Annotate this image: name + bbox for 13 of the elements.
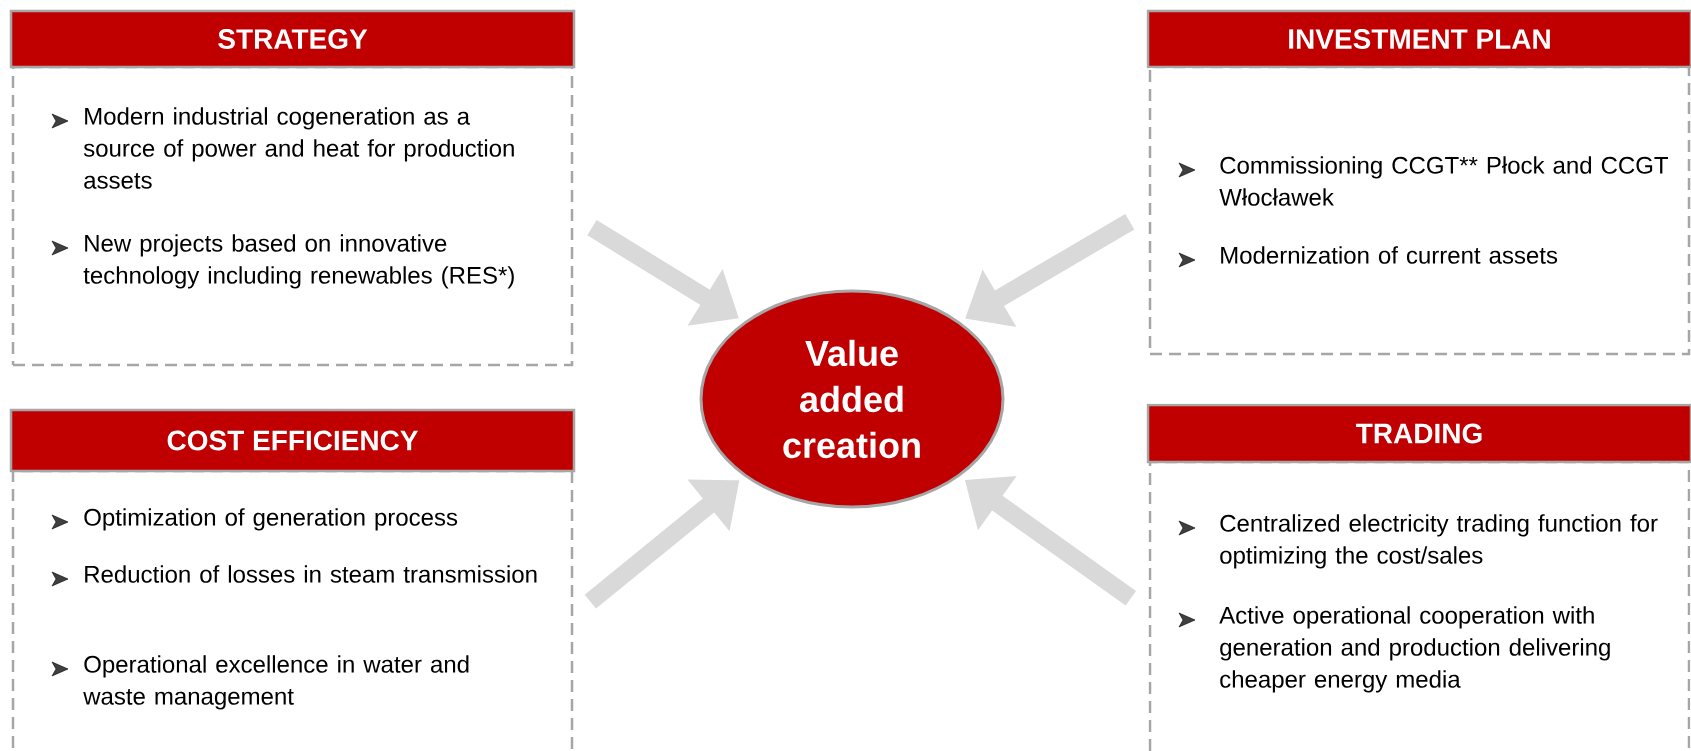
bullet-text: Active operational cooperation with generation and production delivering cheaper energy media [1219,606,1610,693]
header-bar: COST EFFICIENCY [9,408,576,473]
bullet-text: Modern industrial cogeneration as a source of power and heat for production assets [83,107,514,189]
bullet-text: Centralized electricity trading function for optimizing the cost/sales [1220,514,1658,569]
bullet-text: Optimization of generation process [84,508,458,531]
bullet-text: New projects based on innovative technology including renewables (RES*) [83,234,514,289]
bullet-text: Reduction of losses in steam transmission [85,565,537,583]
bullet-text: Modernization of current assets [1221,246,1558,264]
bullet-text: Commissioning CCGT** Płock and CCGT Włocławek [1219,156,1668,206]
header-bar: INVESTMENT PLAN [1146,9,1691,69]
header-bar: TRADING [1146,403,1691,464]
header-bar: STRATEGY [9,9,576,69]
bullet-text: Operational excellence in water and waste management [83,655,469,710]
